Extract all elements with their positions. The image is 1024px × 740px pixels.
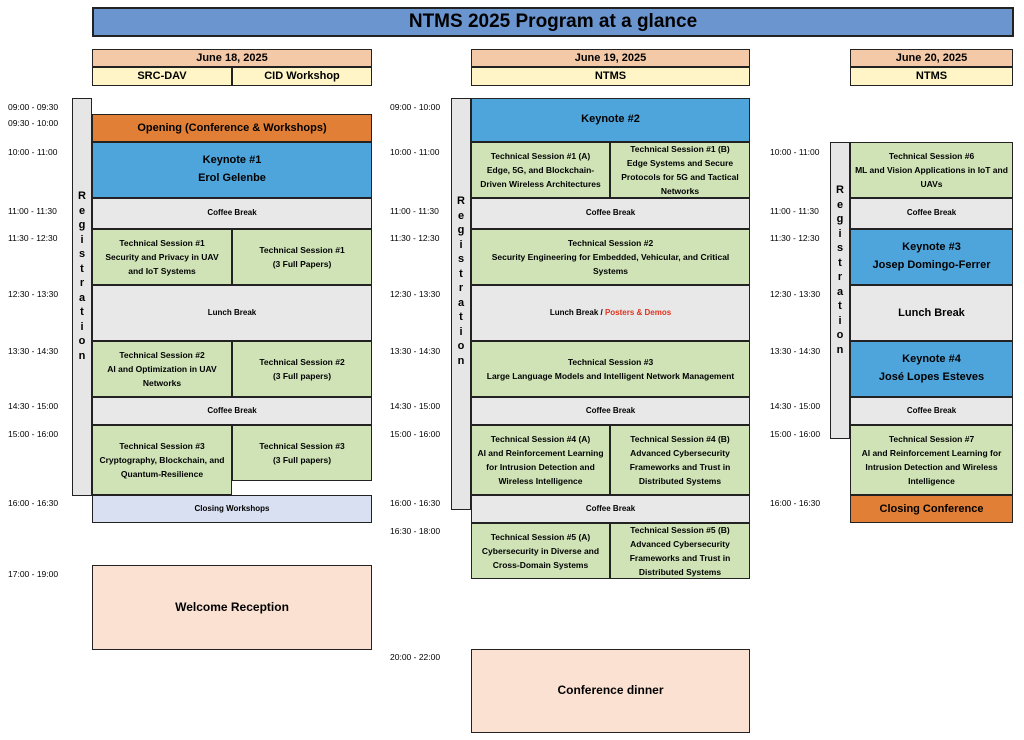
time-label: 15:00 - 16:00 [770,429,821,439]
closing-workshops: Closing Workshops [92,495,372,523]
time-label: 09:30 - 10:00 [8,118,59,128]
time-label: 11:00 - 11:30 [8,206,57,216]
day2-date: June 19, 2025 [471,49,750,67]
day2-ts4b: Technical Session #4 (B) Advanced Cybers… [610,425,750,495]
time-label: 14:30 - 15:00 [770,401,821,411]
day3-registration: R e g i s t r a t i o n [830,142,850,439]
day2-coffee-break-2: Coffee Break [471,397,750,425]
keynote-4: Keynote #4 José Lopes Esteves [850,341,1013,397]
registration-label: R e g i s t r a t i o n [457,195,465,367]
day1-ts2-cid: Technical Session #2 (3 Full papers) [232,341,372,397]
time-label: 12:30 - 13:30 [770,289,821,299]
day2-ts1a: Technical Session #1 (A) Edge, 5G, and B… [471,142,610,198]
time-label: 11:30 - 12:30 [390,233,440,243]
day1-registration: R e g i s t r a t i o n [72,98,92,496]
day2-ts1b: Technical Session #1 (B) Edge Systems an… [610,142,750,198]
day2-registration: R e g i s t r a t i o n [451,98,471,510]
day3-ts7: Technical Session #7 AI and Reinforcemen… [850,425,1013,495]
day2-lunch-break: Lunch Break / Posters & Demos [471,285,750,341]
day1-ts1-src-dav: Technical Session #1 Security and Privac… [92,229,232,285]
keynote-1: Keynote #1 Erol Gelenbe [92,142,372,198]
registration-label: R e g i s t r a t i o n [836,184,844,356]
time-label: 10:00 - 11:00 [390,147,440,157]
time-label: 14:30 - 15:00 [390,401,441,411]
day1-ts1-cid: Technical Session #1 (3 Full Papers) [232,229,372,285]
time-label: 12:30 - 13:30 [390,289,441,299]
day3-ts6: Technical Session #6 ML and Vision Appli… [850,142,1013,198]
day2-coffee-break: Coffee Break [471,198,750,229]
keynote-2: Keynote #2 [471,98,750,142]
time-label: 17:00 - 19:00 [8,569,59,579]
day2-ts2: Technical Session #2 Security Engineerin… [471,229,750,285]
opening-session: Opening (Conference & Workshops) [92,114,372,142]
time-label: 13:30 - 14:30 [390,346,441,356]
day1-ts3-cid: Technical Session #3 (3 Full papers) [232,425,372,481]
lunch-label: Lunch Break / Posters & Demos [549,307,672,317]
day2-ts4a: Technical Session #4 (A) AI and Reinforc… [471,425,610,495]
time-label: 10:00 - 11:00 [770,147,820,157]
day1-coffee-break: Coffee Break [92,198,372,229]
day3-lunch-break: Lunch Break [850,285,1013,341]
time-label: 11:00 - 11:30 [770,206,819,216]
time-label: 16:30 - 18:00 [390,526,441,536]
time-label: 11:30 - 12:30 [8,233,58,243]
day1-date: June 18, 2025 [92,49,372,67]
time-label: 14:30 - 15:00 [8,401,59,411]
welcome-reception: Welcome Reception [92,565,372,650]
registration-label: R e g i s t r a t i o n [78,190,86,362]
day2-coffee-break-3: Coffee Break [471,495,750,523]
page-title: NTMS 2025 Program at a glance [92,7,1014,37]
time-label: 10:00 - 11:00 [8,147,58,157]
time-label: 13:30 - 14:30 [8,346,59,356]
time-label: 15:00 - 16:00 [390,429,441,439]
day3-coffee-break-2: Coffee Break [850,397,1013,425]
day3-coffee-break: Coffee Break [850,198,1013,229]
day1-track-src-dav: SRC-DAV [92,67,232,86]
time-label: 15:00 - 16:00 [8,429,59,439]
posters-demos-label: Posters & Demos [604,307,672,317]
time-label: 13:30 - 14:30 [770,346,821,356]
time-label: 16:00 - 16:30 [8,498,59,508]
time-label: 11:30 - 12:30 [770,233,820,243]
conference-dinner: Conference dinner [471,649,750,733]
day1-lunch-break: Lunch Break [92,285,372,341]
keynote-3: Keynote #3 Josep Domingo-Ferrer [850,229,1013,285]
time-label: 20:00 - 22:00 [390,652,441,662]
day2-ts5b: Technical Session #5 (B) Advanced Cybers… [610,523,750,579]
day2-ts5a: Technical Session #5 (A) Cybersecurity i… [471,523,610,579]
day1-track-cid: CID Workshop [232,67,372,86]
time-label: 12:30 - 13:30 [8,289,59,299]
day3-date: June 20, 2025 [850,49,1013,67]
day1-ts2-src-dav: Technical Session #2 AI and Optimization… [92,341,232,397]
day2-ts3: Technical Session #3 Large Language Mode… [471,341,750,397]
day1-coffee-break-2: Coffee Break [92,397,372,425]
time-label: 11:00 - 11:30 [390,206,439,216]
time-label: 09:00 - 09:30 [8,102,59,112]
time-label: 09:00 - 10:00 [390,102,441,112]
day1-ts3-src-dav: Technical Session #3 Cryptography, Block… [92,425,232,495]
day3-track: NTMS [850,67,1013,86]
time-label: 16:00 - 16:30 [390,498,441,508]
closing-conference: Closing Conference [850,495,1013,523]
time-label: 16:00 - 16:30 [770,498,821,508]
day2-track: NTMS [471,67,750,86]
